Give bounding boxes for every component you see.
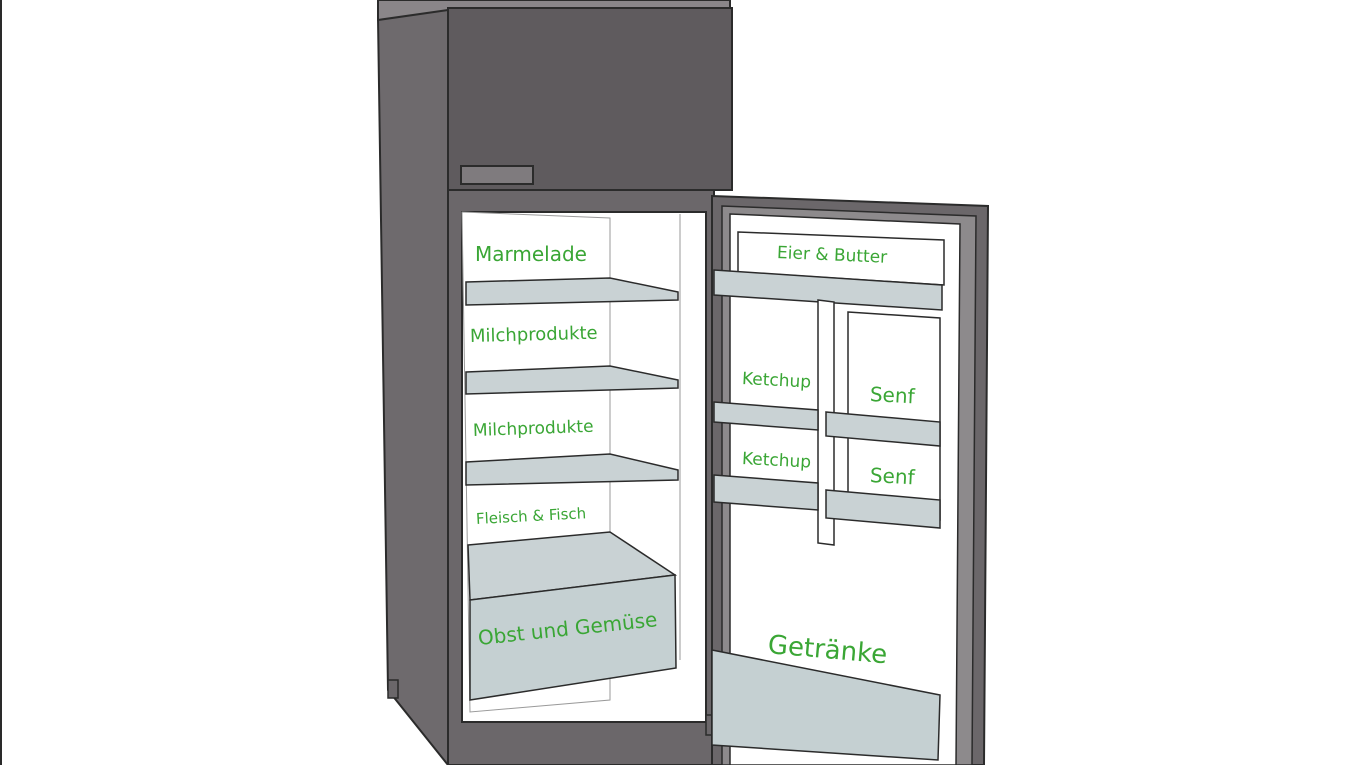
door-bin-right-upper: [825, 411, 941, 447]
freezer-handle: [460, 165, 534, 185]
door-bin-left-upper: [713, 401, 819, 431]
shelf-2: [465, 365, 679, 395]
door-bin-left-lower: [713, 474, 819, 511]
shelf-1: [465, 277, 679, 306]
door-top-compartment: [737, 231, 945, 286]
label-senf-upper: Senf: [869, 382, 916, 409]
label-ketchup-upper: Ketchup: [741, 369, 812, 393]
label-milchprodukte-upper: Milchprodukte: [469, 322, 598, 347]
shelf-3: [465, 453, 679, 486]
left-border: [0, 0, 2, 765]
label-eier-butter: Eier & Butter: [776, 243, 888, 268]
label-marmelade: Marmelade: [475, 242, 587, 266]
label-milchprodukte-lower: Milchprodukte: [472, 416, 594, 441]
door-top-bin: [713, 269, 943, 311]
crisper-drawer: [469, 574, 677, 701]
freezer-door: [447, 7, 733, 191]
fridge-left-side: [376, 6, 449, 765]
fridge-foot-left: [387, 679, 399, 699]
label-ketchup-lower: Ketchup: [741, 449, 812, 473]
door-bin-right-lower: [825, 489, 941, 529]
label-senf-lower: Senf: [869, 463, 916, 490]
door-bottom-bin: [711, 649, 941, 761]
